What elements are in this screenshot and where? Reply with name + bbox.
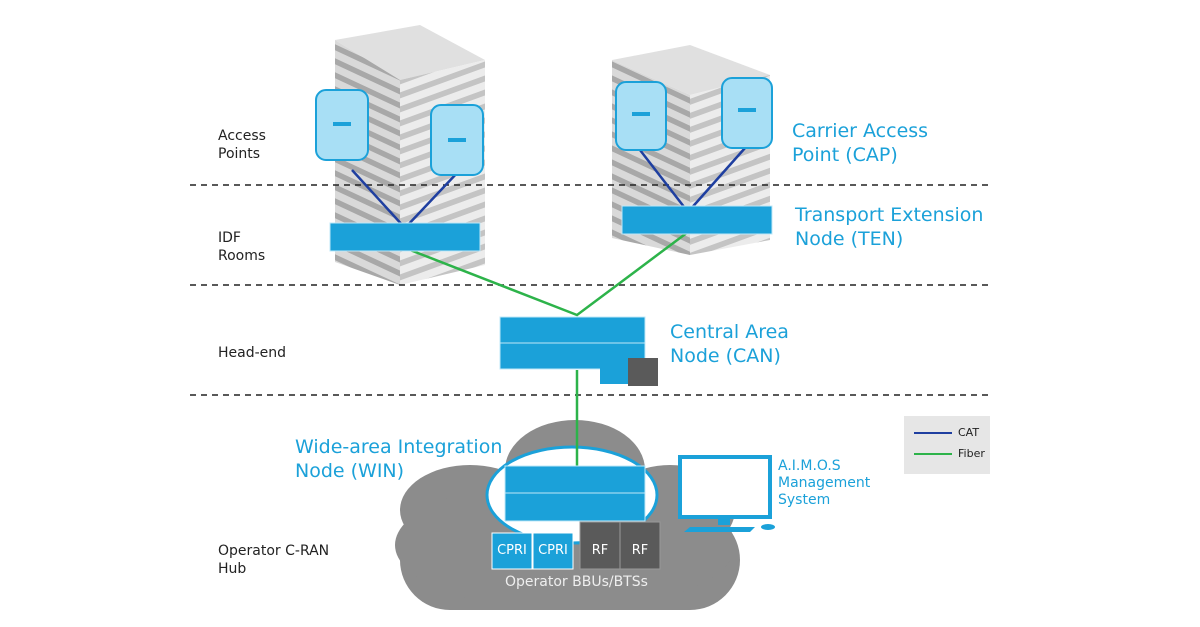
legend-item-fiber: Fiber [914, 447, 985, 460]
tier-label-idf-rooms: IDF Rooms [218, 230, 266, 264]
legend-label: Fiber [958, 447, 985, 460]
tier-label-head-end: Head-end [218, 345, 287, 361]
cap-device [315, 77, 773, 176]
can-device [499, 316, 658, 386]
tier-label-c-ran-hub: Operator C-RAN Hub [218, 543, 330, 577]
aimos-label: A.I.M.O.S Management System [778, 458, 871, 508]
monitor-icon [678, 455, 775, 532]
ten-label: Transport Extension Node (TEN) [795, 204, 984, 250]
rf-box-1: RF [591, 543, 609, 558]
fiber-links [404, 230, 689, 470]
tier-dividers [190, 184, 990, 396]
cpri-box-1: CPRI [497, 543, 527, 558]
win-device [504, 465, 646, 522]
rf-box-2: RF [631, 543, 649, 558]
bbu-title: Operator BBUs/BTSs [505, 574, 648, 590]
cap-label: Carrier Access Point (CAP) [792, 120, 929, 166]
legend-label: CAT [958, 426, 980, 439]
can-label: Central Area Node (CAN) [670, 321, 789, 367]
fiber-line-icon [914, 452, 952, 455]
cpri-box-2: CPRI [538, 543, 568, 558]
legend-item-cat: CAT [914, 426, 979, 439]
cat-line-icon [914, 431, 952, 434]
win-label: Wide-area Integration Node (WIN) [295, 436, 503, 482]
bbu-boxes [491, 521, 661, 570]
legend: CAT Fiber [904, 416, 990, 474]
ten-device [329, 205, 773, 252]
tier-label-access-points: Access Points [218, 128, 266, 162]
